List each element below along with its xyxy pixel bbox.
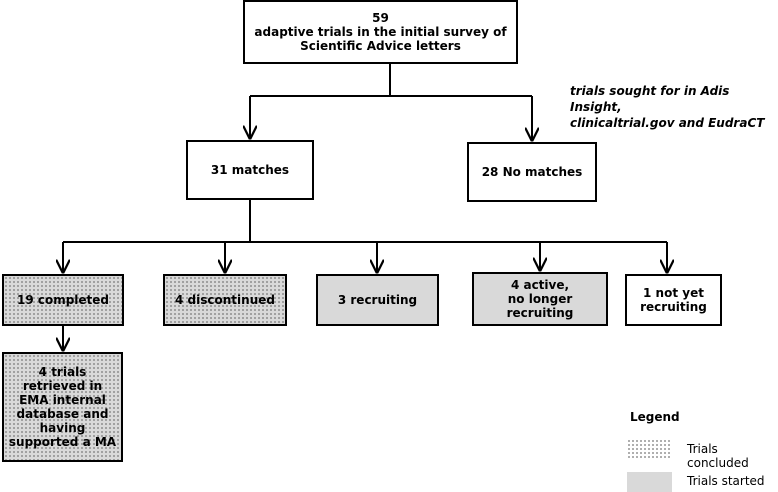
matches-box: 31 matches	[186, 140, 314, 200]
no-matches-box: 28 No matches	[467, 142, 597, 202]
not-yet-box: 1 not yet recruiting	[625, 274, 722, 326]
legend-concluded-label: Trials concluded	[687, 442, 749, 470]
retrieved-box: 4 trials retrieved in EMA internal datab…	[2, 352, 123, 462]
completed-box: 19 completed	[2, 274, 124, 326]
root-box: 59 adaptive trials in the initial survey…	[243, 0, 518, 64]
legend-started-label: Trials started	[687, 474, 765, 488]
legend-started-swatch	[627, 472, 672, 492]
legend-concluded-swatch	[627, 439, 672, 459]
legend-title: Legend	[630, 410, 680, 424]
discontinued-box: 4 discontinued	[163, 274, 287, 326]
search-sources-note: trials sought for in Adis Insight, clini…	[570, 84, 765, 130]
active-box: 4 active, no longer recruiting	[472, 272, 608, 326]
recruiting-box: 3 recruiting	[316, 274, 439, 326]
